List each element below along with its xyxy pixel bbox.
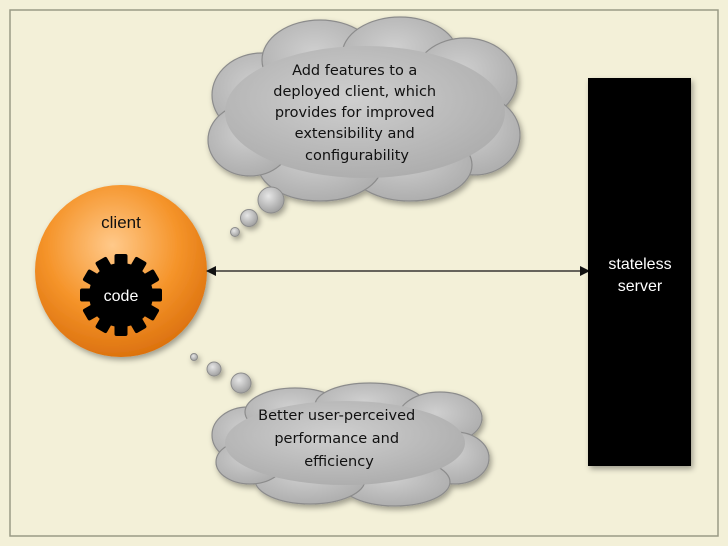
top-thought-cloud [207, 16, 521, 237]
gear-tooth [114, 322, 128, 336]
gear-tooth [148, 288, 162, 302]
slide-frame [9, 9, 719, 537]
gear-tooth [82, 269, 101, 287]
bottom-callout-text: Better user-perceived performance and ef… [258, 408, 420, 470]
gear-tooth [141, 303, 160, 321]
gear-tooth [129, 256, 147, 275]
bottom-callout-line: performance and [274, 431, 399, 447]
gear-icon [80, 254, 162, 336]
gear-tooth [114, 254, 128, 268]
bottom-callout-line: Better user-perceived [258, 408, 415, 424]
gear-tooth [82, 303, 101, 321]
gear-tooth [141, 269, 160, 287]
top-callout-line: configurability [305, 148, 409, 164]
gear-tooth [129, 315, 147, 334]
client-node: client code [35, 185, 207, 357]
client-label: client [101, 213, 141, 232]
top-callout-line: provides for improved [275, 105, 435, 121]
top-callout-line: deployed client, which [273, 84, 436, 100]
code-label: code [104, 288, 139, 305]
bottom-thought-cloud [190, 353, 490, 507]
top-callout-line: extensibility and [295, 126, 415, 142]
server-box [588, 78, 691, 466]
gear-tooth [95, 256, 113, 275]
bottom-callout-line: efficiency [304, 454, 374, 470]
top-callout-text: Add features to a deployed client, which… [273, 63, 440, 164]
gear-tooth [80, 288, 94, 302]
server-node: stateless server [588, 78, 691, 466]
gear-tooth [95, 315, 113, 334]
top-callout-line: Add features to a [292, 63, 417, 79]
server-label-line2: server [618, 278, 663, 295]
server-label-line1: stateless [608, 256, 671, 273]
